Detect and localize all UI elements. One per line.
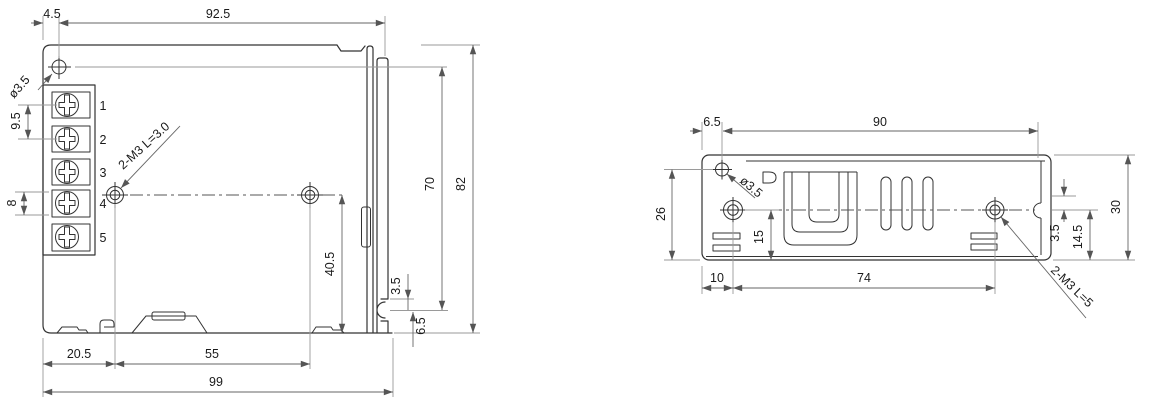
dim-label: 6.5: [703, 115, 720, 129]
bottom-features: [56, 315, 345, 334]
terminal-screw-icon: [55, 160, 79, 184]
dim-label: 74: [857, 271, 871, 285]
terminal-screw-icon: [55, 225, 79, 249]
side-wall-tab: [361, 206, 371, 248]
hole-diameter-label: ø3.5: [6, 73, 33, 101]
terminal-number: 4: [100, 197, 107, 211]
corner-hole: [712, 159, 732, 180]
side-slit: [712, 232, 741, 240]
terminal-cell: [51, 91, 91, 119]
dim-label: 99: [209, 375, 223, 389]
terminal-number: 2: [100, 133, 107, 147]
hole-diameter-label: ø3.5: [737, 174, 765, 201]
terminal-cell: [51, 158, 91, 186]
d-cutout: [762, 171, 777, 184]
dim-label: 10: [710, 271, 724, 285]
u-cutout: [783, 171, 858, 246]
mounting-hole-right: [982, 197, 1008, 223]
dim-label: 30: [1109, 200, 1123, 214]
dim-label: 20.5: [67, 347, 91, 361]
side-slit: [712, 244, 741, 252]
terminal-cell: [51, 125, 91, 153]
leader-corner-hole: [37, 73, 53, 91]
dim-label: 14.5: [1071, 225, 1085, 249]
terminal-cell: [51, 189, 91, 218]
terminal-block-body: [42, 84, 96, 256]
terminal-number: 3: [100, 166, 107, 180]
terminal-block: 1 2 3 4 5: [42, 84, 107, 256]
dim-label: 9.5: [9, 112, 23, 129]
dim-label: 3.5: [389, 277, 403, 294]
mounting-holes-label: 2-M3 L=5: [1048, 263, 1096, 310]
extension-lines: [15, 16, 480, 397]
dim-label: 90: [873, 115, 887, 129]
dim-label: 4.5: [43, 7, 60, 21]
leader-corner-hole: [726, 173, 756, 199]
terminal-screw-icon: [55, 127, 79, 151]
dim-label: 82: [454, 177, 468, 191]
dim-label: 15: [752, 230, 766, 244]
terminal-screw-icon: [55, 93, 79, 117]
side-view: 6.5 90 26 15 10 74 3.5 14.5 30 ø3.5 2-M3…: [654, 115, 1135, 319]
side-view-inner-lines: [706, 160, 1045, 257]
dim-label: 92.5: [206, 7, 230, 21]
terminal-cell: [51, 223, 91, 252]
leader-mounting-holes: [1000, 216, 1087, 319]
dim-label: 26: [654, 207, 668, 221]
mounting-hole-b: [297, 182, 323, 208]
leader-mounting-holes: [120, 125, 181, 189]
top-view: 1 2 3 4 5: [5, 7, 480, 397]
side-slit: [970, 243, 998, 251]
side-slit: [970, 232, 998, 240]
bottom-slot: [151, 311, 186, 321]
corner-hole: [48, 56, 71, 79]
dim-label: 70: [423, 177, 437, 191]
dim-label: 6.5: [414, 317, 428, 334]
dim-label: 55: [205, 347, 219, 361]
terminal-screw-icon: [55, 191, 79, 215]
vent-slot: [901, 176, 913, 231]
side-view-outline: [701, 154, 1052, 261]
mounting-hole-a: [102, 182, 128, 208]
dim-label: 8: [5, 199, 19, 206]
dim-label: 3.5: [1048, 224, 1062, 241]
extension-lines: [664, 122, 1135, 294]
vent-slot: [880, 176, 892, 231]
dim-label: 40.5: [323, 252, 337, 276]
terminal-number: 1: [100, 99, 107, 113]
vent-slot: [922, 176, 934, 231]
mounting-hole-left: [720, 197, 746, 223]
terminal-number: 5: [100, 231, 107, 245]
